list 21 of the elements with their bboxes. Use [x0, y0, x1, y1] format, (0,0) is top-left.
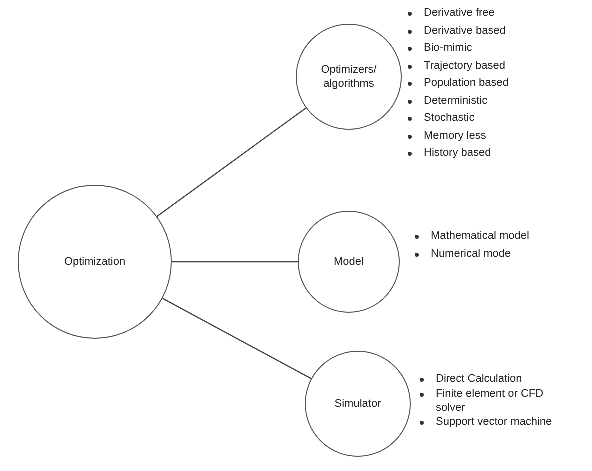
- connector-line: [156, 108, 307, 218]
- bullet-text: Bio-mimic: [424, 41, 472, 55]
- bullet-text: Deterministic: [424, 94, 488, 108]
- connector-line: [162, 298, 312, 380]
- bullet-text: Mathematical model: [431, 229, 530, 243]
- node-label: Optimization: [63, 255, 127, 269]
- bullet-text: Support vector machine: [436, 415, 552, 429]
- node-label: Optimizers/ algorithms: [320, 63, 378, 91]
- bullet-text: Trajectory based: [424, 58, 506, 72]
- node-label: Simulator: [334, 397, 382, 411]
- bullet-text: Memory less: [424, 128, 486, 142]
- node-label: Model: [333, 255, 365, 269]
- bullet-text: Stochastic: [424, 111, 475, 125]
- bullet-text: Direct Calculation: [436, 372, 522, 386]
- bullet-text: Finite element or CFD solver: [436, 387, 545, 415]
- bullet-text: History based: [424, 146, 492, 160]
- connector-line: [172, 261, 298, 263]
- bullet-text: Population based: [424, 76, 510, 90]
- bullet-text: Derivative free: [424, 6, 495, 20]
- bullet-text: Numerical mode: [431, 246, 512, 260]
- bullet-text: Derivative based: [424, 24, 506, 38]
